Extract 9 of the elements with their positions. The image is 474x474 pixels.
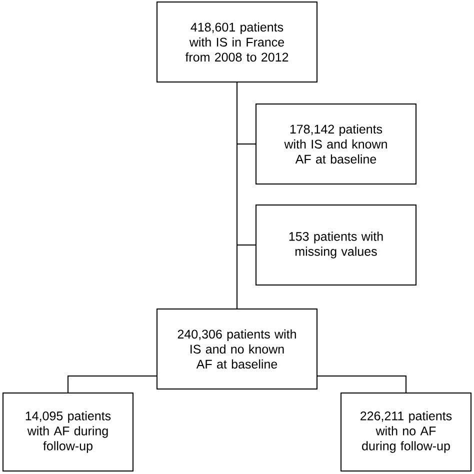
flow-box: 240,306 patients with IS and no known AF at baseline: [156, 308, 318, 390]
flow-box: 418,601 patients with IS in France from 2008 to 2012: [156, 2, 318, 82]
flow-box: 178,142 patients with IS and known AF at baseline: [256, 104, 416, 184]
connector-line: [68, 376, 157, 393]
flow-box: 153 patients with missing values: [256, 204, 416, 286]
connector-line: [236, 82, 256, 246]
connector-line: [317, 376, 406, 393]
flow-box: 14,095 patients with AF during follow-up: [2, 392, 134, 472]
flow-box: 226,211 patients with no AF during follow-up: [340, 392, 472, 472]
